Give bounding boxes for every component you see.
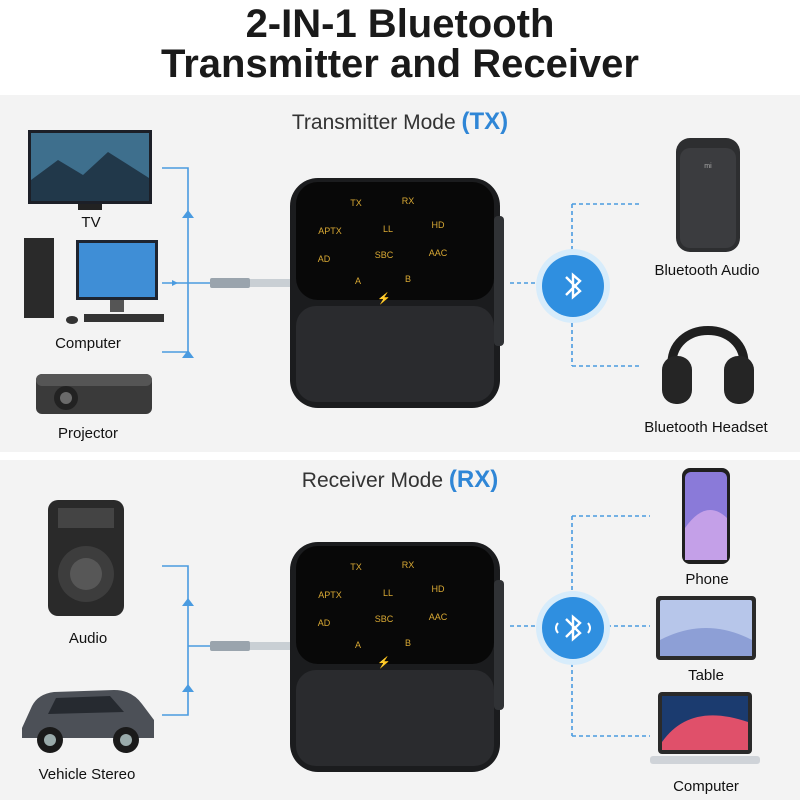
projector-icon bbox=[36, 374, 152, 414]
led-rx: RX bbox=[402, 560, 415, 570]
led-sbc: SBC bbox=[375, 614, 394, 624]
bluetooth-icon bbox=[542, 255, 604, 317]
device-label-tv: TV bbox=[81, 214, 101, 231]
tx-mode-code: (TX) bbox=[461, 108, 509, 135]
rx-mode-heading: Receiver Mode (RX) bbox=[0, 466, 800, 494]
led-bolt: ⚡ bbox=[377, 292, 391, 305]
tv-icon bbox=[28, 130, 152, 210]
led-a: A bbox=[355, 640, 361, 650]
bluetooth-speaker-icon: mi bbox=[676, 138, 740, 252]
led-sbc: SBC bbox=[375, 250, 394, 260]
led-b: B bbox=[405, 638, 411, 648]
led-hd: HD bbox=[432, 584, 445, 594]
led-bolt: ⚡ bbox=[377, 656, 391, 669]
led-a: A bbox=[355, 276, 361, 286]
led-tx: TX bbox=[350, 562, 362, 572]
bluetooth-adapter-tx: TX RX APTX LL HD AD SBC AAC A B ⚡ bbox=[290, 178, 504, 408]
led-ad: AD bbox=[318, 618, 331, 628]
headphones-icon bbox=[662, 326, 754, 404]
car-icon bbox=[22, 690, 154, 753]
led-ad: AD bbox=[318, 254, 331, 264]
title-line-1: 2-IN-1 Bluetooth bbox=[245, 2, 555, 46]
led-aac: AAC bbox=[429, 612, 448, 622]
device-label-bluetooth-audio: Bluetooth Audio bbox=[654, 262, 760, 279]
speaker-icon bbox=[48, 500, 124, 616]
device-label-projector: Projector bbox=[57, 425, 119, 442]
device-label-phone: Phone bbox=[685, 571, 729, 588]
bluetooth-icon bbox=[542, 597, 604, 659]
title-line-2: Transmitter and Receiver bbox=[161, 42, 639, 86]
phone-icon bbox=[682, 468, 730, 564]
laptop-icon bbox=[650, 692, 760, 764]
led-hd: HD bbox=[432, 220, 445, 230]
rx-mode-label: Receiver Mode bbox=[301, 469, 444, 492]
aux-cable-rx bbox=[210, 641, 290, 651]
desktop-computer-icon bbox=[24, 238, 164, 324]
led-tx: TX bbox=[350, 198, 362, 208]
device-label-tablet: Table bbox=[688, 667, 724, 684]
led-ll: LL bbox=[383, 224, 393, 234]
led-aac: AAC bbox=[429, 248, 448, 258]
led-aptx: APTX bbox=[318, 226, 342, 236]
rx-mode-code: (RX) bbox=[448, 466, 499, 493]
led-ll: LL bbox=[383, 588, 393, 598]
svg-text:mi: mi bbox=[704, 163, 712, 170]
tx-mode-heading: Transmitter Mode (TX) bbox=[0, 108, 800, 136]
aux-cable-tx bbox=[210, 278, 290, 288]
device-label-computer-rx: Computer bbox=[673, 778, 739, 795]
device-label-vehicle-stereo: Vehicle Stereo bbox=[38, 766, 136, 783]
led-aptx: APTX bbox=[318, 590, 342, 600]
device-label-computer: Computer bbox=[55, 335, 121, 352]
device-label-audio: Audio bbox=[68, 630, 108, 647]
led-rx: RX bbox=[402, 196, 415, 206]
device-label-bluetooth-headset: Bluetooth Headset bbox=[644, 419, 768, 436]
bluetooth-adapter-rx: TX RX APTX LL HD AD SBC AAC A B ⚡ bbox=[290, 542, 504, 772]
tablet-icon bbox=[656, 596, 756, 660]
led-b: B bbox=[405, 274, 411, 284]
tx-mode-label: Transmitter Mode bbox=[291, 111, 456, 134]
